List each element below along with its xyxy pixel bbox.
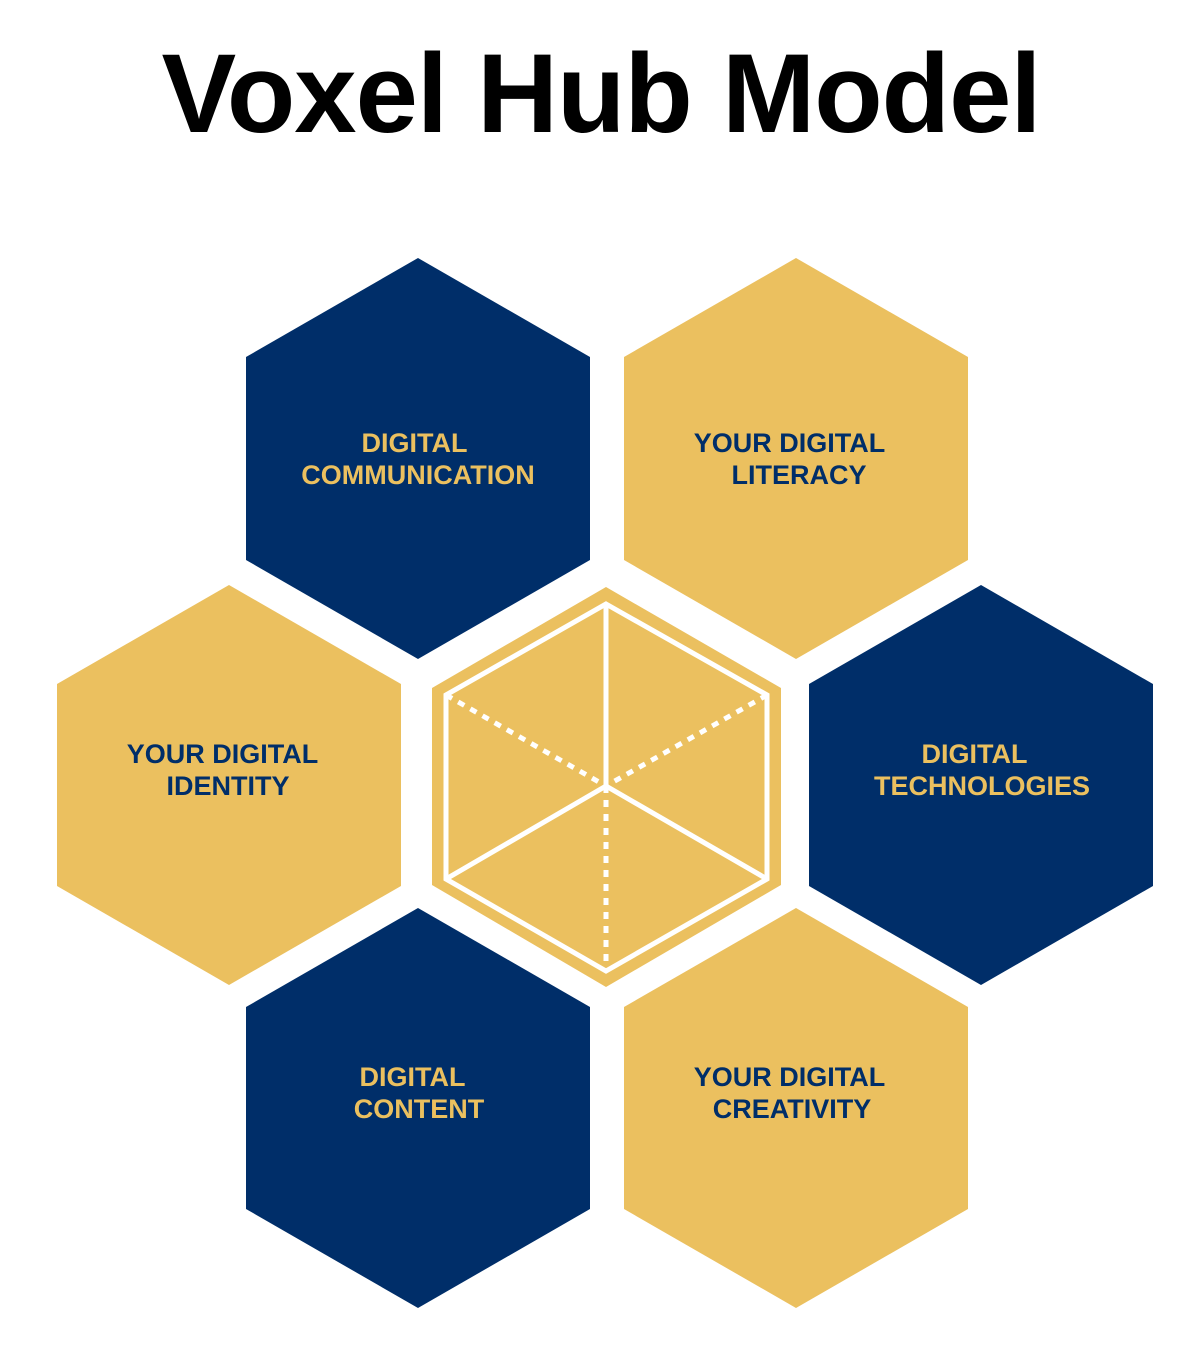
- hexagon-shape: [624, 908, 968, 1308]
- cube-edge: [444, 783, 608, 882]
- hexagon-label: DIGITAL COMMUNICATION: [301, 428, 534, 490]
- hex-your-digital-literacy: YOUR DIGITAL LITERACY: [624, 258, 968, 659]
- hexagon-shape: [624, 258, 968, 659]
- hexagon-label: YOUR DIGITAL IDENTITY: [127, 739, 326, 801]
- hexagon-label: DIGITAL CONTENT: [354, 1062, 485, 1124]
- cube-hidden-edge: [444, 692, 608, 789]
- hex-your-digital-creativity: YOUR DIGITAL CREATIVITY: [624, 908, 968, 1308]
- hexagon-label: YOUR DIGITAL LITERACY: [694, 428, 893, 490]
- hexagon-shape: [57, 585, 401, 985]
- page-title: Voxel Hub Model: [161, 31, 1042, 156]
- hex-digital-communication: DIGITAL COMMUNICATION: [246, 258, 590, 659]
- hex-digital-content: DIGITAL CONTENT: [246, 908, 590, 1308]
- hex-digital-technologies: DIGITAL TECHNOLOGIES: [809, 585, 1153, 985]
- cube-hidden-edge: [604, 692, 769, 789]
- hexagon-label: YOUR DIGITAL CREATIVITY: [694, 1062, 893, 1124]
- hexagon-label: DIGITAL TECHNOLOGIES: [874, 739, 1090, 801]
- center-cube-icon: [432, 587, 781, 987]
- hexagon-shape: [246, 258, 590, 659]
- cube-edge: [604, 783, 769, 882]
- hex-your-digital-identity: YOUR DIGITAL IDENTITY: [57, 585, 401, 985]
- hexagon-shape: [809, 585, 1153, 985]
- hexagon-shape: [246, 908, 590, 1308]
